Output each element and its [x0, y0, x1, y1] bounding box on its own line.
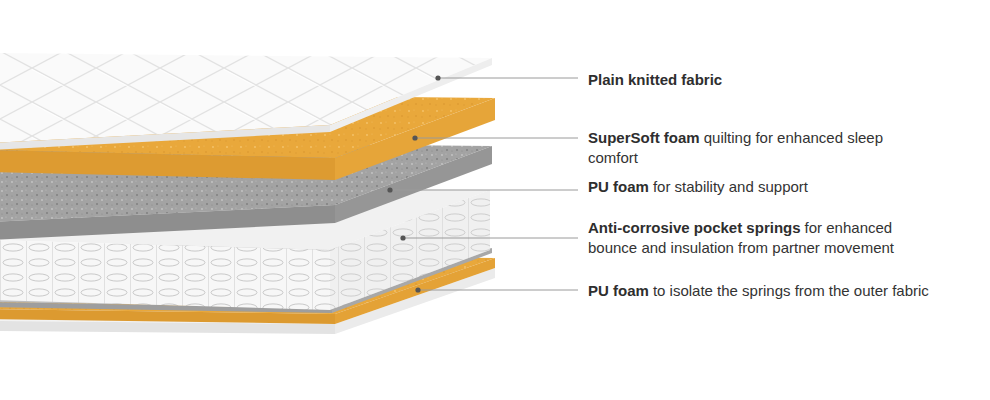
part-name: Plain knitted fabric: [588, 71, 722, 88]
leader-dot: [387, 187, 392, 192]
part-description: for stability and support: [653, 178, 808, 195]
leader-line: [438, 78, 578, 79]
fabric-side: [330, 58, 492, 132]
part-name: PU foam: [588, 282, 649, 299]
leader-dot: [412, 135, 417, 140]
part-name: Anti-corrosive pocket springs: [588, 219, 801, 236]
leader-dot: [400, 235, 405, 240]
leader-line: [418, 290, 578, 291]
part-description: to isolate the springs from the outer fa…: [653, 282, 929, 299]
callout-label: Anti-corrosive pocket springsfor enhance…: [588, 218, 933, 258]
pu-foam-front: [0, 205, 335, 240]
leader-line: [403, 238, 578, 239]
supersoft-foam-front: [0, 150, 335, 180]
part-name: PU foam: [588, 178, 649, 195]
leader-dot: [415, 287, 420, 292]
callout-label: SuperSoft foamquilting for enhanced slee…: [588, 128, 928, 168]
callout-label: Plain knitted fabric: [588, 70, 973, 90]
callout-label: PU foamto isolate the springs from the o…: [588, 281, 984, 301]
leader-dot: [435, 75, 440, 80]
callout-label: PU foamfor stability and support: [588, 177, 973, 197]
leader-line: [415, 138, 578, 139]
leader-line: [390, 190, 578, 191]
part-name: SuperSoft foam: [588, 129, 700, 146]
spring-block-front: [0, 240, 330, 310]
fabric-front: [0, 125, 330, 150]
